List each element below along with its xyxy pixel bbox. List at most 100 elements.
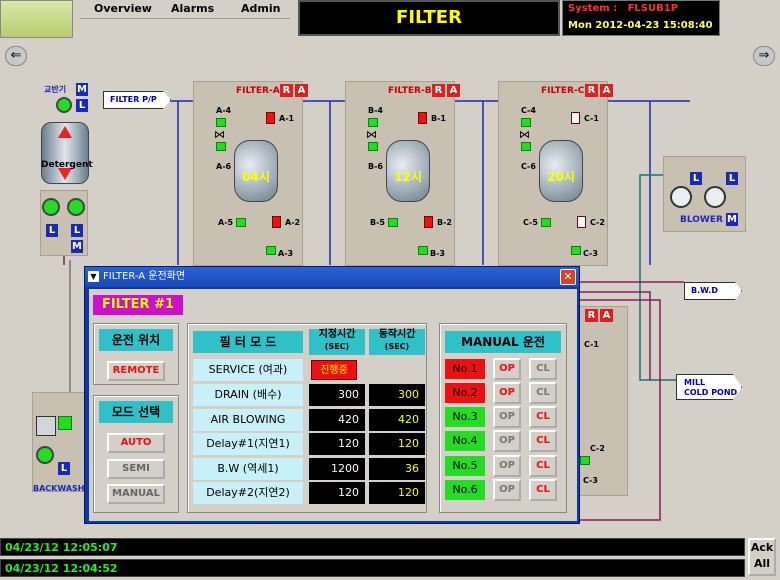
row-bw-set[interactable]: 1200	[309, 458, 365, 480]
alarm-line-2[interactable]: 04/23/12 12:04:52	[0, 559, 745, 577]
system-name: System : FLSUB1P	[568, 3, 678, 14]
filter-a-tank[interactable]	[234, 140, 278, 202]
system-id: FLSUB1P	[627, 3, 679, 14]
filter-d-auto-badge: A	[600, 309, 613, 322]
valve-b6-label: B-6	[368, 162, 383, 171]
row-delay1-set[interactable]: 120	[309, 433, 365, 455]
mode-auto-button[interactable]: AUTO	[107, 433, 165, 453]
valve-d-c3-status	[580, 456, 590, 465]
row-bw-run: 36	[369, 458, 425, 480]
valve-b2-label: B-2	[437, 218, 452, 227]
filter-b-remote-badge: R	[432, 84, 445, 97]
dialog-title-bar[interactable]: ▼ FILTER-A 운전화면	[85, 267, 579, 287]
row-drain-set[interactable]: 300	[309, 384, 365, 406]
nav-alarms[interactable]: Alarms	[171, 2, 215, 15]
manual-no1-op-button[interactable]: OP	[493, 358, 521, 380]
valve-a6-status	[216, 142, 226, 151]
filter-a-name: FILTER-A	[236, 86, 280, 96]
system-label: System :	[568, 3, 618, 14]
ack-all-button[interactable]: Ack All	[748, 538, 776, 576]
filter-b-auto-badge: A	[447, 84, 460, 97]
manual-no4-op-button[interactable]: OP	[493, 430, 521, 452]
valve-c1-label: C-1	[584, 114, 599, 123]
manual-no1-cl-button[interactable]: CL	[529, 358, 557, 380]
manual-no2-cl-button[interactable]: CL	[529, 382, 557, 404]
remote-button[interactable]: REMOTE	[107, 361, 165, 381]
valve-d-c1-label: C-1	[584, 340, 599, 349]
filter-b-name: FILTER-B	[388, 86, 432, 96]
filter-b-tank[interactable]	[386, 140, 430, 202]
row-drain-name: DRAIN (배수)	[193, 384, 303, 406]
manual-no3-op-button[interactable]: OP	[493, 406, 521, 428]
valve-c4-label: C-4	[521, 106, 536, 115]
valve-a4-label: A-4	[216, 106, 232, 115]
valve-c2-label: C-2	[590, 218, 605, 227]
manual-no3-cl-button[interactable]: CL	[529, 406, 557, 428]
blower-2-mode-l: L	[726, 172, 738, 185]
back-arrow-icon[interactable]: ⇐	[5, 46, 27, 66]
valve-b2-status	[424, 216, 433, 228]
valve-a3-status	[266, 246, 276, 255]
valve-b6-status	[368, 142, 378, 151]
valve-c4-icon[interactable]: ⋈	[519, 128, 530, 141]
backwash-valve-1-icon[interactable]	[36, 416, 56, 436]
manual-no6-op-button[interactable]: OP	[493, 479, 521, 501]
forward-arrow-icon[interactable]: ⇒	[753, 46, 775, 66]
pump-1-mode-l: L	[46, 224, 58, 237]
row-bw-name: B.W (역세1)	[193, 458, 303, 480]
close-icon[interactable]: ✕	[560, 269, 576, 285]
mode-semi-button[interactable]: SEMI	[107, 459, 165, 479]
row-air-blowing-set[interactable]: 420	[309, 409, 365, 431]
manual-no5-status: No.5	[445, 456, 485, 476]
filter-pp-callout: FILTER P/P	[103, 91, 171, 109]
row-service-name: SERVICE (여과)	[193, 359, 303, 381]
manual-no2-op-button[interactable]: OP	[493, 382, 521, 404]
mixer-label: 교반기	[44, 85, 67, 94]
valve-a5-status	[236, 218, 246, 227]
app-logo	[0, 0, 73, 38]
valve-a4-icon[interactable]: ⋈	[214, 128, 225, 141]
row-delay2-set[interactable]: 120	[309, 482, 365, 504]
valve-b1-label: B-1	[431, 114, 446, 123]
pump-2-icon[interactable]	[67, 198, 85, 216]
backwash-status-led	[58, 416, 72, 430]
pump-1-icon[interactable]	[42, 198, 60, 216]
valve-b5-label: B-5	[370, 218, 385, 227]
nav-overview[interactable]: Overview	[94, 2, 152, 15]
mode-manual-button[interactable]: MANUAL	[107, 484, 165, 504]
filter-c-hours: 20시	[547, 170, 575, 184]
detergent-label: Detergent	[41, 160, 93, 170]
bwd-pond-callout: B.W.D POND	[684, 282, 742, 300]
valve-c2-status	[577, 216, 586, 228]
manual-no5-op-button[interactable]: OP	[493, 455, 521, 477]
manual-no4-cl-button[interactable]: CL	[529, 430, 557, 452]
nav-admin[interactable]: Admin	[241, 2, 281, 15]
valve-a1-status	[266, 112, 275, 124]
row-delay2-run: 120	[369, 482, 425, 504]
backwash-label: BACKWASH	[33, 484, 85, 493]
backwash-pump-1-icon[interactable]	[36, 446, 54, 464]
page-title: FILTER	[298, 0, 560, 36]
row-delay2-name: Delay#2(지연2)	[193, 482, 303, 504]
manual-no6-cl-button[interactable]: CL	[529, 479, 557, 501]
top-nav: Overview Alarms Admin	[80, 0, 290, 20]
valve-c6-status	[521, 142, 531, 151]
valve-c3-label: C-3	[583, 249, 598, 258]
blower-1-icon[interactable]	[670, 186, 692, 208]
filter-a-hours: 04시	[242, 170, 270, 184]
filter-d-panel	[578, 306, 628, 496]
cold-pond-label: COLD POND	[684, 388, 738, 397]
mixer-motor-icon[interactable]	[56, 97, 72, 113]
blower-2-icon[interactable]	[704, 186, 726, 208]
backwash-panel	[32, 392, 90, 492]
valve-a3-label: A-3	[278, 249, 294, 258]
valve-b4-icon[interactable]: ⋈	[366, 128, 377, 141]
row-air-blowing-name: AIR BLOWING	[193, 409, 303, 431]
service-in-progress-badge: 진행중	[311, 360, 357, 380]
system-datetime: Mon 2012-04-23 15:08:40	[568, 20, 713, 31]
dialog-menu-icon[interactable]: ▼	[88, 271, 99, 282]
manual-no5-cl-button[interactable]: CL	[529, 455, 557, 477]
set-time-unit: (SEC)	[324, 342, 350, 351]
alarm-line-1[interactable]: 04/23/12 12:05:07	[0, 538, 745, 556]
filter-c-tank[interactable]	[539, 140, 583, 202]
